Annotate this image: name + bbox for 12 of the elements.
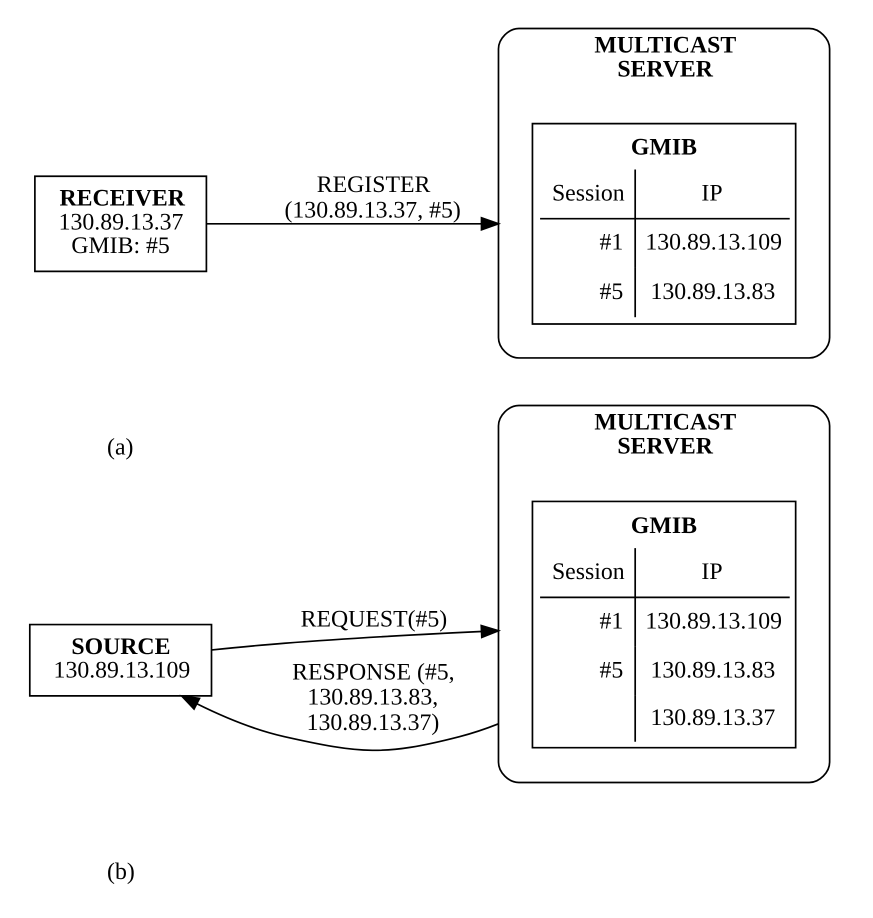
arrow <box>179 694 499 752</box>
arrow <box>212 624 502 651</box>
node-box: SOURCE 130.89.13.109 <box>28 624 212 697</box>
edge-label: REGISTER (130.89.13.37, #5) <box>284 172 461 224</box>
node-box: GMIB Session IP #1 130.89.13.109 #5 130.89.13.83 130.89.13.37 <box>532 500 796 749</box>
node-box: GMIB Session IP #1 130.89.13.109 #5 130.89.13.83 <box>532 122 796 325</box>
node-box: RECEIVER 130.89.13.37 GMIB: #5 <box>34 175 208 272</box>
arrow <box>206 216 502 231</box>
label: (a) <box>107 434 134 460</box>
edge-label: RESPONSE (#5, 130.89.13.83, 130.89.13.37) <box>292 659 455 736</box>
label: (b) <box>107 858 135 885</box>
edge-label: REQUEST(#5) <box>300 606 448 633</box>
